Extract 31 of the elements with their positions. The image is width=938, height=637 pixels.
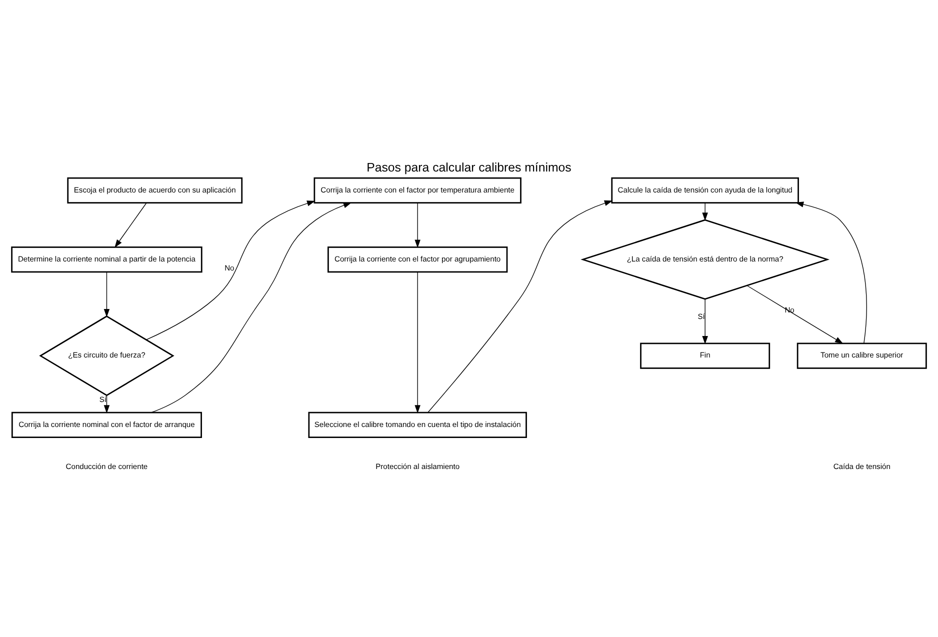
arrow: [795, 201, 867, 344]
node-box: Escoja el producto de acuerdo con su aplicación: [67, 176, 243, 203]
node-box: Corrija la corriente con el factor por temperatura ambiente: [314, 176, 522, 203]
node-box: Corrija la corriente nominal con el factor de arranque: [11, 411, 202, 438]
arrow: [151, 202, 352, 412]
node-box: Corrija la corriente con el factor por agrupamiento: [328, 246, 508, 272]
node-box: Fin: [640, 342, 770, 368]
edge-label: No: [224, 262, 234, 272]
edge-label: Sí: [698, 312, 705, 321]
node-diamond: ¿La caída de tensión está dentro de la norma?: [580, 218, 830, 300]
arrow: [702, 298, 708, 344]
arrow: [414, 271, 420, 413]
node-box: Seleccione el calibre tomando en cuenta el tipo de instalación: [308, 411, 527, 438]
node-box: Calcule la caída de tensión con ayuda de la longitud: [611, 176, 799, 203]
arrow: [104, 394, 110, 413]
node-diamond: ¿Es circuito de fuerza?: [39, 314, 174, 396]
label: Caída de tensión: [833, 461, 890, 470]
edge-label: No: [784, 304, 794, 314]
node-box: Tome un calibre superior: [796, 342, 927, 368]
arrow: [104, 271, 110, 317]
node-box: Determine la corriente nominal a partir de la potencia: [11, 246, 202, 272]
arrow: [428, 200, 613, 412]
edge-label: Sí: [99, 394, 107, 404]
arrow: [702, 202, 708, 220]
arrow: [414, 202, 420, 248]
arrow: [114, 202, 147, 248]
label: Conducción de corriente: [66, 461, 148, 470]
arrow: [746, 284, 844, 344]
label: Protección al aislamiento: [376, 461, 460, 470]
arrow: [146, 200, 316, 340]
diagram-title: Pasos para calcular calibres mínimos: [366, 160, 572, 174]
